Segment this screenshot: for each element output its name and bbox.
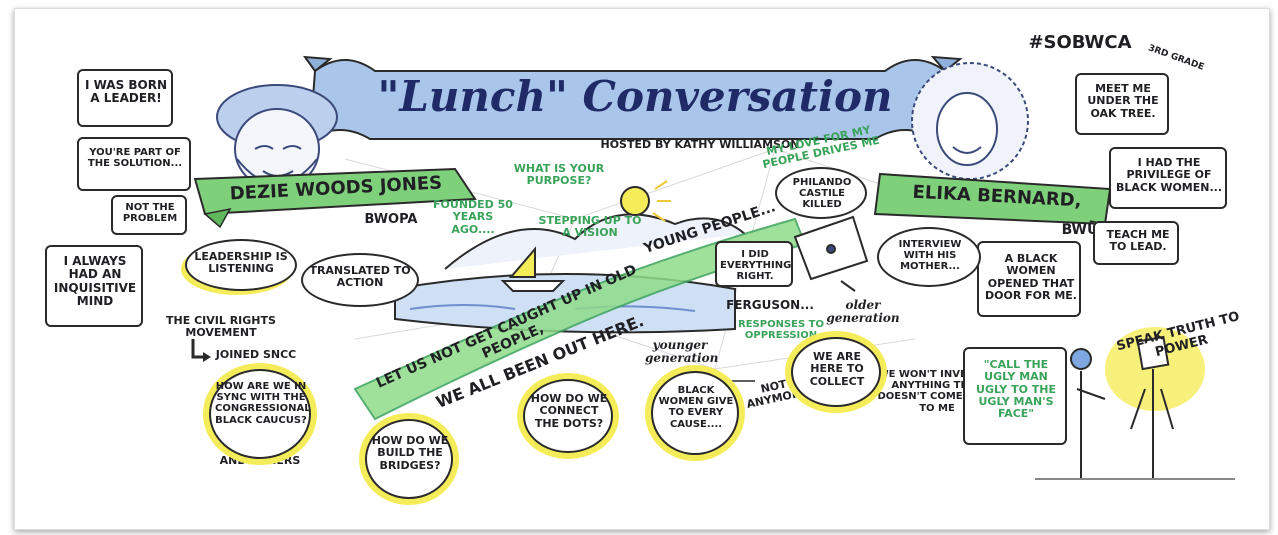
byline: hosted by KATHY WILLIAMSON: [600, 138, 800, 151]
illustration-layer: [191, 55, 1235, 480]
sailboat: [500, 246, 566, 292]
ferguson-note: FERGUSON...: [726, 298, 814, 312]
privilege-bubble: I HAD the PRIVILEGE of BLACK WOMEN...: [1109, 147, 1227, 209]
collect-circle: WE ARE HERE to COLLECT: [791, 337, 881, 407]
elika-org: BWU: [1061, 222, 1099, 238]
teach-me-bubble: TEACH ME to LEAD.: [1093, 221, 1179, 265]
inquisitive-mind-bubble: I ALWAYS had an INQUISITIVE MIND: [45, 245, 143, 327]
purpose-note: WHAT is YOUR PURPOSE?: [513, 162, 605, 188]
laptop: [793, 215, 869, 281]
translated-ellipse: TRANSLATED to ACTION: [301, 253, 419, 307]
responses-note: RESPONSES to OPPRESSION: [738, 319, 824, 342]
leadership-ellipse: LEADERSHIP is LISTENING: [185, 239, 297, 291]
dezie-portrait: [216, 84, 338, 190]
younger-generation-note: younger generation: [645, 338, 719, 366]
graphic-recording-board: "Lunch" Conversation hosted by KATHY WIL…: [14, 8, 1270, 530]
oak-tree-bubble: MEET ME UNDER the OAK TREE.: [1075, 73, 1169, 135]
ugly-man-quote-bubble: "CALL the UGLY MAN UGLY to the UGLY MAN'…: [963, 347, 1067, 445]
civil-rights-note: the CIVIL RIGHTS MOVEMENT: [166, 314, 276, 340]
dots-circle: HOW do we CONNECT the DOTS?: [523, 379, 613, 453]
older-generation-note: older generation: [826, 298, 900, 326]
born-leader-bubble: I WAS BORN a LEADER!: [77, 69, 173, 127]
sync-circle: HOW are we in SYNC with the CONGRESSIONA…: [209, 369, 311, 459]
interview-ellipse: INTERVIEW WITH HIS MOTHER...: [877, 227, 981, 287]
bridges-circle: HOW do we BUILD the BRIDGES?: [365, 419, 453, 499]
dezie-org: BWOPA: [364, 212, 418, 227]
vision-note: STEPPING UP to a VISION: [538, 214, 642, 240]
not-problem-bubble: NOT the PROBLEM: [111, 195, 187, 235]
joined-sncc-note: JOINED SNCC: [215, 348, 297, 361]
black-women-circle: BLACK WOMEN GIVE to EVERY CAUSE....: [651, 371, 739, 455]
dezie-ribbon: [193, 167, 477, 216]
philando-ellipse: PHILANDO CASTILE killed: [775, 167, 867, 219]
hashtag: #SOBWCA: [1028, 32, 1132, 53]
page-title: "Lunch" Conversation: [377, 72, 893, 121]
did-everything-bubble: I did EVERYTHING RIGHT.: [715, 241, 793, 287]
elika-portrait: [911, 62, 1029, 180]
part-of-solution-bubble: You're PART of the SOLUTION...: [77, 137, 191, 191]
opened-door-bubble: A BLACK WOMEN OPENED that DOOR for ME.: [977, 241, 1081, 317]
speak-truth-figures: [1035, 327, 1235, 480]
founded-note: FOUNDED 50 YEARS AGO....: [433, 198, 513, 236]
